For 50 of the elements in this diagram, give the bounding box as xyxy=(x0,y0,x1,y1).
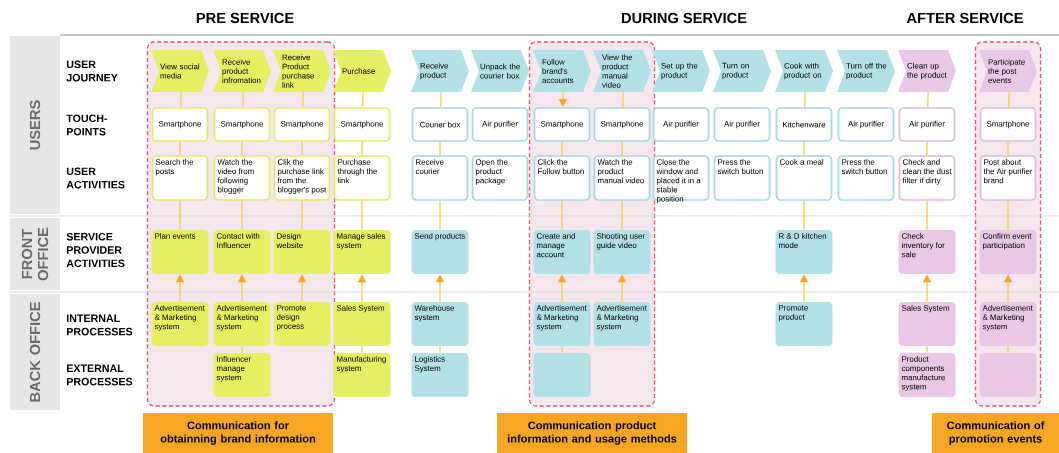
connector-line xyxy=(180,91,182,108)
connector-line xyxy=(1007,345,1009,354)
connector-line xyxy=(803,141,805,156)
connector-line xyxy=(561,345,563,354)
lane-band: USERS xyxy=(10,36,60,214)
connector-line xyxy=(926,141,928,156)
connector-line xyxy=(439,141,441,156)
connector-line xyxy=(1007,200,1009,231)
connector-line xyxy=(1007,141,1009,156)
connector-line xyxy=(926,345,928,354)
lane-band: BACK OFFICE xyxy=(10,294,60,410)
connector-line xyxy=(302,91,304,108)
connector-line xyxy=(804,91,806,108)
row-label: EXTERNAL PROCESSES xyxy=(67,364,133,386)
connector-line xyxy=(301,200,303,231)
connector-line xyxy=(1008,91,1010,108)
connector-line xyxy=(179,141,181,156)
row-label: USER ACTIVITIES xyxy=(66,167,125,189)
connector-line xyxy=(803,200,805,231)
phase-banner: Communication of promotion events xyxy=(932,413,1059,453)
row-label: SERVICE PROVIDER ACTIVITIES xyxy=(66,232,125,268)
connector-line xyxy=(362,91,364,108)
row-label: INTERNAL PROCESSES xyxy=(67,314,133,336)
connector-line xyxy=(926,200,928,231)
connector-line xyxy=(361,200,363,231)
process-box xyxy=(533,353,591,397)
phase-heading: PRE SERVICE xyxy=(196,12,294,24)
connector-line xyxy=(440,91,442,108)
connector-line xyxy=(242,91,244,108)
connector-line xyxy=(621,141,623,156)
lane-band: FRONT OFFICE xyxy=(10,218,60,290)
phase-heading: AFTER SERVICE xyxy=(906,12,1023,24)
connector-line xyxy=(439,200,441,231)
connector-line xyxy=(241,141,243,156)
phase-heading: DURING SERVICE xyxy=(621,12,747,24)
connector-line xyxy=(439,345,441,354)
phase-banner: Communication for obtainning brand information xyxy=(143,413,333,453)
connector-line xyxy=(361,141,363,156)
connector-line xyxy=(301,141,303,156)
connector-line xyxy=(622,91,624,108)
connector-line xyxy=(927,91,929,108)
connector-line xyxy=(621,200,623,231)
connector-line xyxy=(561,200,563,231)
phase-banner: Communication product information and usage methods xyxy=(497,413,687,453)
connector-line xyxy=(561,141,563,156)
connector-line xyxy=(241,345,243,354)
connector-line xyxy=(361,345,363,354)
connector-line xyxy=(179,200,181,231)
connector-line xyxy=(241,200,243,231)
process-box xyxy=(979,353,1037,397)
